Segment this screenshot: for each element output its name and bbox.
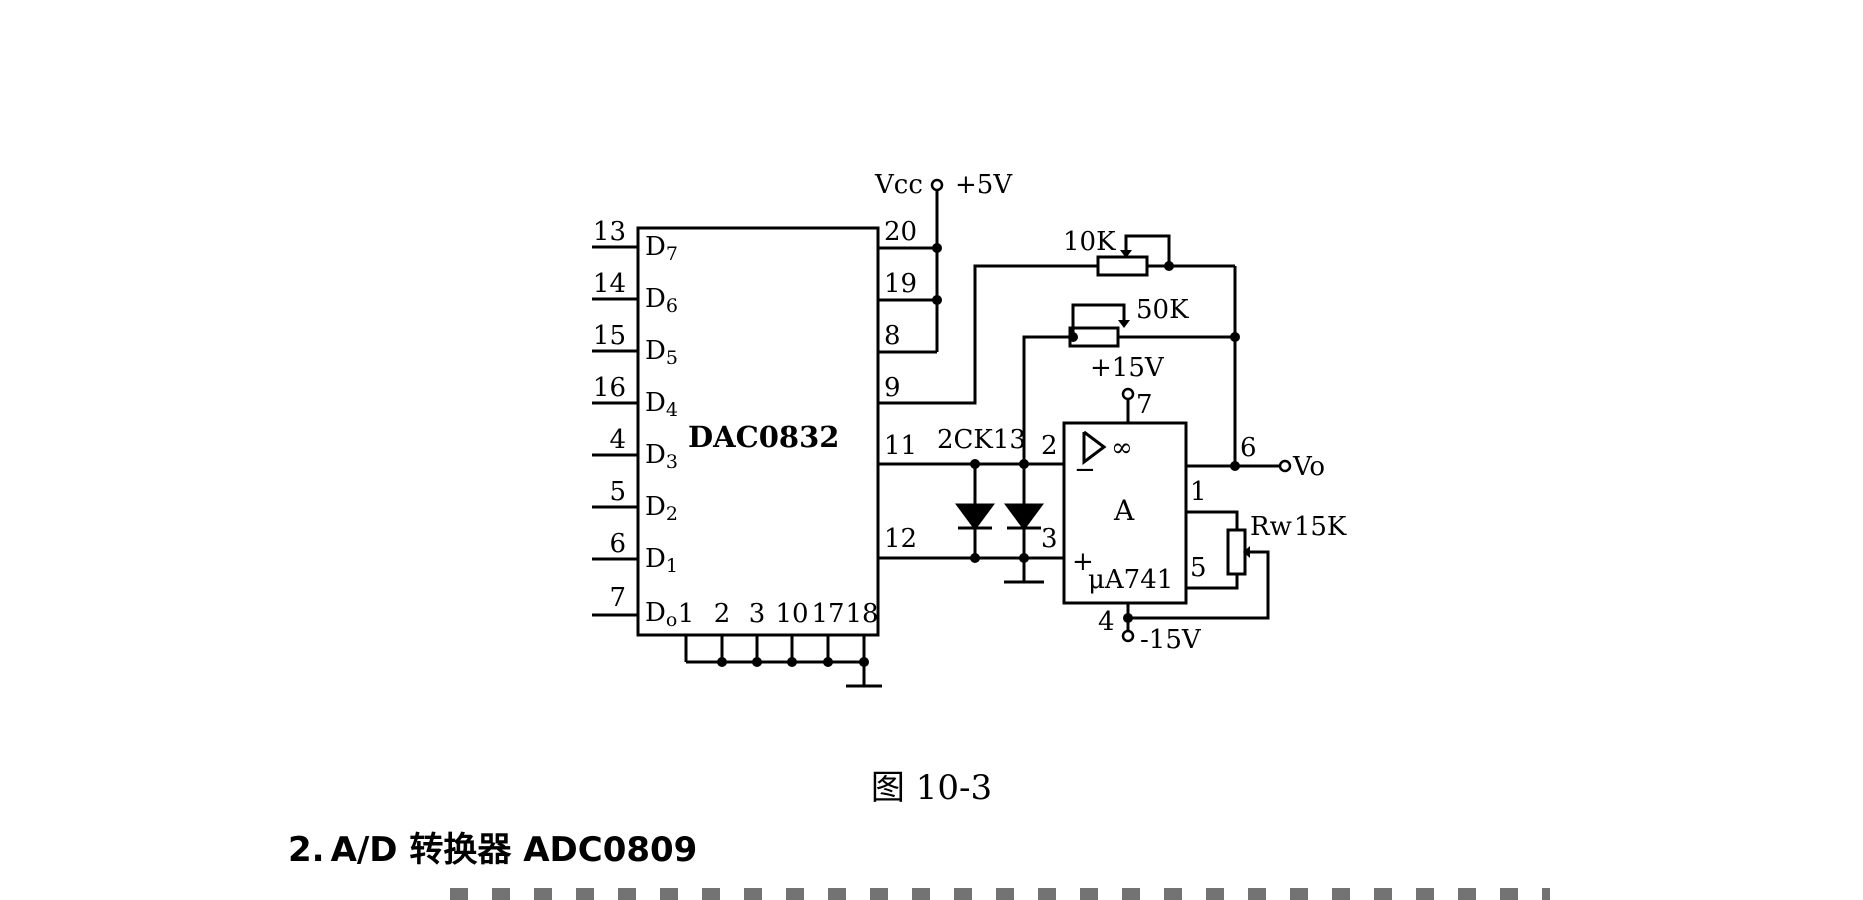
section-title: A/D 转换器 ADC0809 <box>330 830 698 870</box>
pin-num-7: 7 <box>609 583 626 613</box>
pin-num-20: 20 <box>884 217 917 247</box>
opamp-pin-4: 4 <box>1098 607 1115 637</box>
pin-num-17: 17 <box>811 599 844 629</box>
opamp-plus-sign: + <box>1072 547 1094 577</box>
pin-d3-label: D3 <box>645 440 678 473</box>
trimmer-body <box>1226 528 1247 576</box>
pin-num-3: 3 <box>749 599 766 629</box>
opamp-infinity-symbol: ∞ <box>1111 433 1133 463</box>
section-number: 2. <box>288 830 325 870</box>
output-label: Vo <box>1292 452 1325 482</box>
opamp-pin-7: 7 <box>1136 390 1153 420</box>
cutoff-text-line <box>450 888 1550 900</box>
pin-num-10: 10 <box>775 599 808 629</box>
pin-d1-label: D1 <box>645 544 678 577</box>
pin-d5-label: D5 <box>645 336 678 369</box>
dac-chip-name: DAC0832 <box>688 420 839 454</box>
opamp-model: μA741 <box>1088 565 1173 595</box>
opamp-block-label: A <box>1113 494 1135 527</box>
pin-d2-label: D2 <box>645 492 678 525</box>
pin-d4-label: D4 <box>645 388 678 421</box>
pin-num-2: 2 <box>714 599 731 629</box>
opamp-pin-5: 5 <box>1190 553 1207 583</box>
opamp-pin-3: 3 <box>1041 524 1058 554</box>
pin-num-16: 16 <box>593 373 626 403</box>
pin-d7-label: D7 <box>645 232 678 265</box>
pin-d6-label: D6 <box>645 284 678 317</box>
pin-d0-label: Do <box>645 598 677 631</box>
vcc-value: +5V <box>955 170 1013 200</box>
diode-label: 2CK13 <box>937 425 1026 455</box>
trimmer-label: Rw15K <box>1250 512 1347 542</box>
opamp-pin-1: 1 <box>1190 477 1207 507</box>
pin-num-6: 6 <box>609 529 626 559</box>
vcc-label: Vcc <box>874 170 923 200</box>
resistor-10k-body <box>1096 255 1149 277</box>
pin-num-4: 4 <box>609 425 626 455</box>
section-heading: 2.A/D 转换器 ADC0809 <box>288 822 703 871</box>
pin-num-14: 14 <box>593 269 626 299</box>
opamp-pin-2: 2 <box>1041 431 1058 461</box>
pin-num-5: 5 <box>609 477 626 507</box>
opamp-neg-supply: -15V <box>1140 625 1202 655</box>
pin-num-12: 12 <box>884 524 917 554</box>
pin-num-9: 9 <box>884 373 901 403</box>
pin-num-1: 1 <box>678 599 695 629</box>
opamp-pos-supply: +15V <box>1090 353 1165 383</box>
opamp-pin-6: 6 <box>1240 433 1257 463</box>
pin-num-15: 15 <box>593 321 626 351</box>
pin-num-11: 11 <box>884 431 917 461</box>
figure-caption: 图 10-3 <box>870 768 993 808</box>
pin-num-18: 18 <box>845 599 878 629</box>
opamp-minus-sign: − <box>1074 455 1096 485</box>
resistor-50k-label: 50K <box>1136 295 1189 325</box>
pin-num-13: 13 <box>593 217 626 247</box>
pin-num-8: 8 <box>884 321 901 351</box>
pin-num-19: 19 <box>884 269 917 299</box>
resistor-10k-label: 10K <box>1063 227 1116 257</box>
